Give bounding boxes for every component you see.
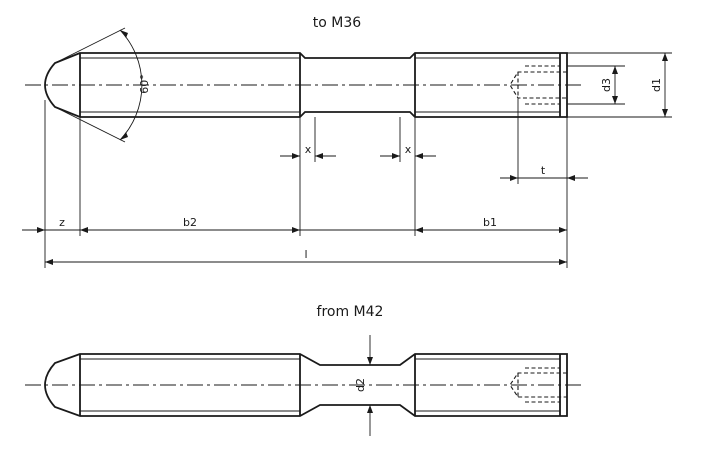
lower-view-title: from M42 — [317, 304, 384, 320]
upper-view: to M36 60° — [22, 15, 672, 268]
d1-label: d1 — [650, 78, 663, 92]
angle-label: 60° — [138, 74, 151, 94]
x-left-dimension: x — [280, 117, 336, 162]
lower-view: from M42 d2 — [25, 304, 585, 436]
x-left-label: x — [305, 143, 312, 156]
z-b2-b1-dimensions: z b2 b1 — [22, 100, 568, 268]
upper-view-title: to M36 — [313, 15, 361, 31]
upper-center-hole — [509, 65, 567, 105]
x-right-dimension: x — [380, 117, 436, 162]
t-dimension: t — [500, 98, 588, 184]
b1-label: b1 — [483, 216, 497, 229]
l-dimension: l — [45, 248, 567, 265]
d2-dimension: d2 — [354, 335, 373, 436]
z-label: z — [59, 216, 65, 229]
d1-dimension: d1 — [567, 52, 672, 118]
d3-label: d3 — [600, 78, 613, 92]
l-label: l — [304, 248, 307, 261]
d3-dimension: d3 — [567, 65, 625, 105]
lower-center-hole — [509, 367, 567, 403]
x-right-label: x — [405, 143, 412, 156]
b2-label: b2 — [183, 216, 197, 229]
t-label: t — [541, 164, 546, 177]
d2-label: d2 — [354, 378, 367, 392]
angle-dimension: 60° — [54, 27, 151, 143]
